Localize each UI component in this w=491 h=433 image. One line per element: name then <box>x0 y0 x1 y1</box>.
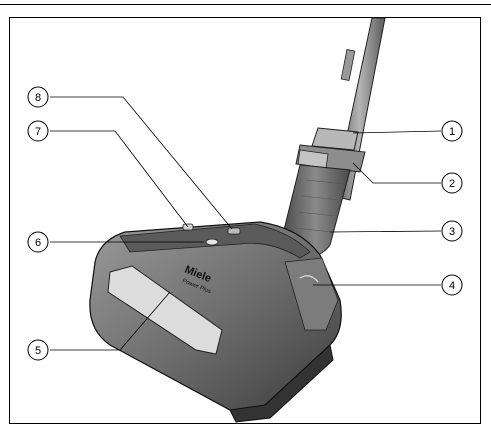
callout-6: 6 <box>28 232 48 252</box>
callout-8: 8 <box>28 87 48 107</box>
pedal-button-6[interactable] <box>206 239 218 245</box>
callout-1: 1 <box>442 121 462 141</box>
callout-2: 2 <box>442 173 462 193</box>
leader-line-7 <box>50 131 188 227</box>
callout-3: 3 <box>442 221 462 241</box>
callout-number: 7 <box>35 126 41 138</box>
switch-8[interactable] <box>228 228 240 234</box>
power-brush-head <box>90 222 341 422</box>
leader-line-1 <box>353 131 441 133</box>
leader-line-3 <box>330 231 441 232</box>
callout-7: 7 <box>28 121 48 141</box>
callout-number: 6 <box>35 237 41 249</box>
callout-number: 5 <box>35 345 41 357</box>
callout-number: 3 <box>449 226 455 238</box>
callout-number: 2 <box>449 178 455 190</box>
callout-5: 5 <box>28 340 48 360</box>
callout-number: 1 <box>449 126 455 138</box>
leader-line-8 <box>50 97 232 229</box>
callout-number: 8 <box>35 92 41 104</box>
callout-number: 4 <box>449 280 455 292</box>
callout-4: 4 <box>442 275 462 295</box>
leader-line-2 <box>353 163 441 183</box>
